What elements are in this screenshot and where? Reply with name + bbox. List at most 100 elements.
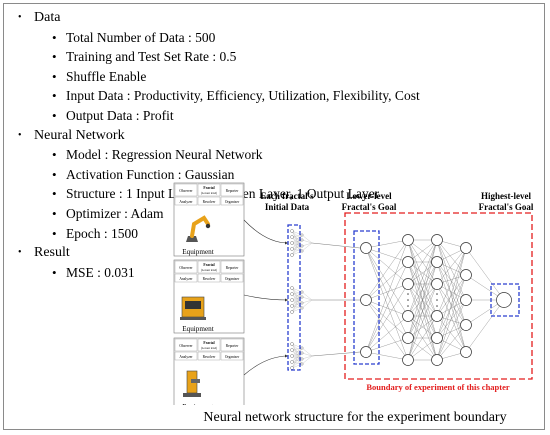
observer-box: [174, 338, 198, 352]
edge: [291, 352, 303, 369]
edge: [301, 355, 313, 360]
reporter-label: Reporter: [226, 344, 239, 348]
node: [290, 304, 294, 308]
reporter-label: Reporter: [226, 266, 239, 270]
robot-gripper-icon: [205, 223, 211, 229]
observer-label: Observer: [179, 189, 193, 193]
node: [290, 342, 294, 346]
node: [300, 346, 304, 350]
arrowhead-icon: [285, 298, 288, 302]
edge: [365, 283, 409, 301]
resolver-box: [197, 196, 221, 206]
highest-goal-label-line2: Fractal's Goal: [479, 202, 534, 212]
fractal-sublabel: (Lowest level): [201, 269, 217, 272]
node: [402, 234, 414, 246]
ellipsis-dot: [407, 305, 409, 307]
node: [300, 357, 304, 361]
node: [290, 292, 294, 296]
list-item: Optimizer : Adam: [34, 204, 420, 224]
edge: [301, 355, 313, 365]
section-title: Data: [34, 10, 61, 25]
node: [402, 278, 414, 290]
organizer-box: [220, 196, 244, 206]
lower-goal-box: [353, 230, 380, 365]
node: [290, 247, 294, 251]
spec-list: Data Total Number of Data : 500 Training…: [18, 8, 420, 282]
ellipsis-dot: [407, 293, 409, 295]
initial-data-box: [287, 224, 301, 371]
list-item: Training and Test Set Rate : 0.5: [34, 47, 420, 67]
fractal-box: [197, 183, 221, 197]
edge: [291, 349, 303, 365]
edge: [436, 315, 467, 353]
arrowhead-icon: [285, 354, 288, 358]
edge: [311, 242, 361, 249]
edge: [301, 352, 313, 357]
node: [290, 298, 294, 302]
fractal-label: Fractal: [203, 186, 214, 190]
edge: [407, 337, 438, 361]
edge: [365, 239, 409, 249]
list-item: MSE : 0.031: [34, 263, 420, 283]
edge: [291, 236, 303, 252]
analyzer-box: [174, 351, 198, 361]
section-title: Result: [34, 245, 70, 261]
content-frame: [3, 3, 545, 430]
equipment-label: Equipment: [182, 248, 214, 256]
edge: [436, 247, 467, 285]
node: [300, 249, 304, 253]
edge: [365, 299, 409, 339]
edge: [301, 291, 313, 301]
node: [431, 278, 443, 290]
observer-label: Observer: [179, 344, 193, 348]
fractal-label: Fractal: [203, 341, 214, 345]
organizer-label: Organizer: [225, 277, 240, 281]
organizer-label: Organizer: [225, 355, 240, 359]
arrowhead-icon: [285, 241, 288, 245]
ellipsis-dot: [436, 299, 438, 301]
fractal-panel: [173, 259, 245, 334]
node: [460, 346, 472, 358]
organizer-box: [220, 351, 244, 361]
edge: [436, 261, 467, 301]
edge: [436, 247, 467, 339]
edge: [365, 247, 409, 263]
edge: [365, 247, 409, 339]
edge: [365, 261, 409, 301]
node: [460, 319, 472, 331]
connector-arrow: [243, 219, 289, 244]
edge: [407, 239, 438, 317]
edge: [291, 355, 303, 365]
fractal-sublabel: (Lowest level): [201, 347, 217, 350]
edge: [436, 239, 467, 276]
edge: [365, 261, 409, 353]
node: [300, 362, 304, 366]
edge: [365, 247, 409, 317]
reporter-box: [220, 183, 244, 197]
robot-base-icon: [186, 236, 198, 242]
goal-boxes: [287, 212, 533, 380]
edge: [436, 239, 467, 326]
edge: [436, 299, 467, 361]
edge: [365, 239, 409, 301]
machine-base-icon: [180, 317, 206, 320]
experiment-boundary-box: [344, 212, 533, 380]
edge: [301, 242, 313, 247]
ellipsis-dot: [407, 299, 409, 301]
edge: [365, 247, 409, 285]
section-data: Data Total Number of Data : 500 Training…: [18, 8, 420, 126]
edge: [436, 239, 467, 353]
edge: [465, 247, 505, 301]
machine-window-icon: [185, 301, 201, 309]
node: [460, 242, 472, 254]
edge: [365, 299, 409, 317]
edge: [407, 239, 438, 285]
resolver-box: [197, 273, 221, 283]
press-arm-icon: [191, 379, 200, 383]
edge: [436, 261, 467, 353]
node: [290, 235, 294, 239]
edge: [291, 307, 303, 313]
network-nodes: [290, 229, 512, 370]
edge: [407, 283, 438, 361]
